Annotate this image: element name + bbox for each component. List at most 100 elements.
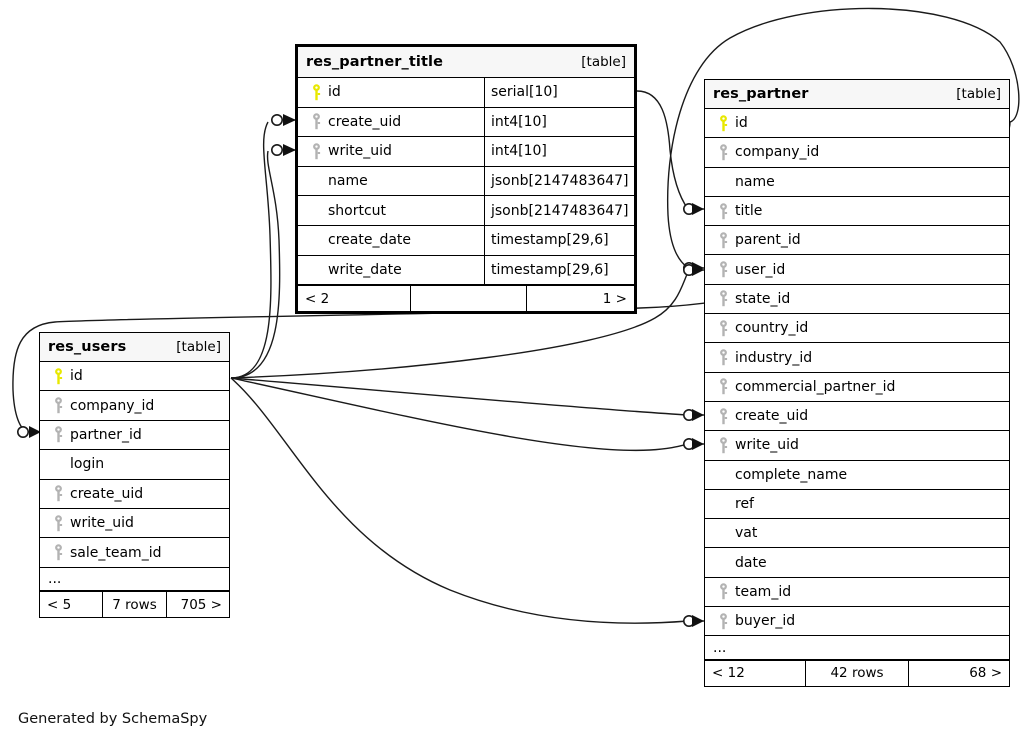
table-row[interactable]: ref <box>705 489 1009 520</box>
column-name: partner_id <box>70 426 142 443</box>
table-row[interactable]: write_uid <box>40 508 229 539</box>
column-name: buyer_id <box>735 613 796 630</box>
column-type: jsonb[2147483647] <box>484 166 634 196</box>
table-title: res_users <box>48 339 127 355</box>
column-name: create_uid <box>328 113 402 130</box>
table-row[interactable]: user_id <box>705 255 1009 285</box>
column-name: create_uid <box>70 485 144 502</box>
table-title: res_partner <box>713 86 809 102</box>
column-name: write_date <box>328 261 402 278</box>
footer-next-count[interactable]: 68 > <box>908 660 1009 686</box>
column-name: shortcut <box>328 202 387 219</box>
table-row[interactable]: create_uid <box>40 479 229 509</box>
table-row[interactable]: team_id <box>705 577 1009 608</box>
table-row[interactable]: company_id <box>40 391 229 421</box>
table-kind-label: [table] <box>956 86 1001 102</box>
table-row[interactable]: buyer_id <box>705 607 1009 637</box>
foreign-key-icon <box>713 378 733 395</box>
table-row[interactable]: id <box>40 362 229 392</box>
foreign-key-icon <box>713 290 733 307</box>
column-name: title <box>735 203 763 220</box>
footer-row-count <box>410 286 526 312</box>
table-row[interactable]: write_uid <box>705 431 1009 461</box>
table-row[interactable]: create_uid <box>705 401 1009 432</box>
primary-key-icon <box>306 83 326 101</box>
foreign-key-icon <box>48 485 68 502</box>
edge-users-id-to-title-create-uid <box>230 121 272 379</box>
column-name: create_date <box>328 232 412 249</box>
table-row[interactable]: partner_id <box>40 420 229 451</box>
ellipsis-label: ... <box>48 570 62 587</box>
foreign-key-icon <box>713 202 733 220</box>
table-row[interactable]: vat <box>705 519 1009 549</box>
table-row[interactable]: state_id <box>705 284 1009 315</box>
column-type: timestamp[29,6] <box>484 225 634 255</box>
foreign-key-icon <box>713 261 733 278</box>
column-type: int4[10] <box>484 107 634 137</box>
footer-row-count: 42 rows <box>805 660 908 686</box>
table-row[interactable]: create_uid int4[10] <box>298 107 634 138</box>
table-row[interactable]: complete_name <box>705 460 1009 490</box>
column-name: create_uid <box>735 408 809 425</box>
table-row[interactable]: create_date timestamp[29,6] <box>298 225 634 256</box>
foreign-key-icon <box>306 113 326 130</box>
table-row[interactable]: title <box>705 196 1009 227</box>
foreign-key-icon <box>48 426 68 443</box>
table-row[interactable]: login <box>40 450 229 480</box>
column-name: vat <box>735 525 758 542</box>
table-title: res_partner_title <box>306 54 444 70</box>
table-row[interactable]: id <box>705 109 1009 139</box>
column-name: team_id <box>735 583 792 600</box>
column-name: login <box>70 456 105 473</box>
column-name: sale_team_id <box>70 544 162 561</box>
column-name: state_id <box>735 290 791 307</box>
foreign-key-icon <box>48 397 68 414</box>
table-row[interactable]: date <box>705 548 1009 578</box>
more-columns-ellipsis: ... <box>40 567 229 592</box>
edge-users-id-to-title-write-uid <box>230 150 281 379</box>
edge-title-id-to-partner-title <box>636 90 689 210</box>
column-name: id <box>70 368 83 385</box>
table-header-res_partner_title: res_partner_title [table] <box>298 47 634 78</box>
table-kind-label: [table] <box>176 339 221 355</box>
footer-prev-count[interactable]: < 5 <box>47 596 72 613</box>
table-row[interactable]: name jsonb[2147483647] <box>298 166 634 197</box>
column-name: write_uid <box>735 437 799 454</box>
table-row[interactable]: parent_id <box>705 226 1009 256</box>
ellipsis-label: ... <box>713 639 727 656</box>
foreign-key-icon <box>713 232 733 249</box>
table-row[interactable]: name <box>705 167 1009 197</box>
table-row[interactable]: sale_team_id <box>40 538 229 568</box>
primary-key-icon <box>713 114 733 132</box>
table-row[interactable]: company_id <box>705 138 1009 168</box>
more-columns-ellipsis: ... <box>705 636 1009 660</box>
edge-users-id-to-partner-write-uid <box>230 377 689 452</box>
table-kind-label: [table] <box>581 54 626 70</box>
column-name: country_id <box>735 320 809 337</box>
column-name: company_id <box>735 144 820 161</box>
foreign-key-icon <box>713 144 733 161</box>
edge-users-id-to-partner-buyer-id <box>230 377 689 624</box>
table-row[interactable]: industry_id <box>705 343 1009 373</box>
column-name: ref <box>735 496 754 512</box>
primary-key-icon <box>48 367 68 385</box>
footer-prev-count[interactable]: < 2 <box>305 290 330 307</box>
foreign-key-icon <box>713 349 733 366</box>
column-name: name <box>328 173 368 190</box>
footer-next-count[interactable]: 1 > <box>526 286 634 312</box>
footer-prev-count[interactable]: < 12 <box>712 665 745 682</box>
edge-users-id-to-partner-create-uid <box>230 377 689 416</box>
table-row[interactable]: commercial_partner_id <box>705 372 1009 402</box>
footer-next-count[interactable]: 705 > <box>166 592 229 618</box>
table-row[interactable]: country_id <box>705 314 1009 344</box>
table-footer-res_partner_title: < 2 1 > <box>298 285 634 312</box>
